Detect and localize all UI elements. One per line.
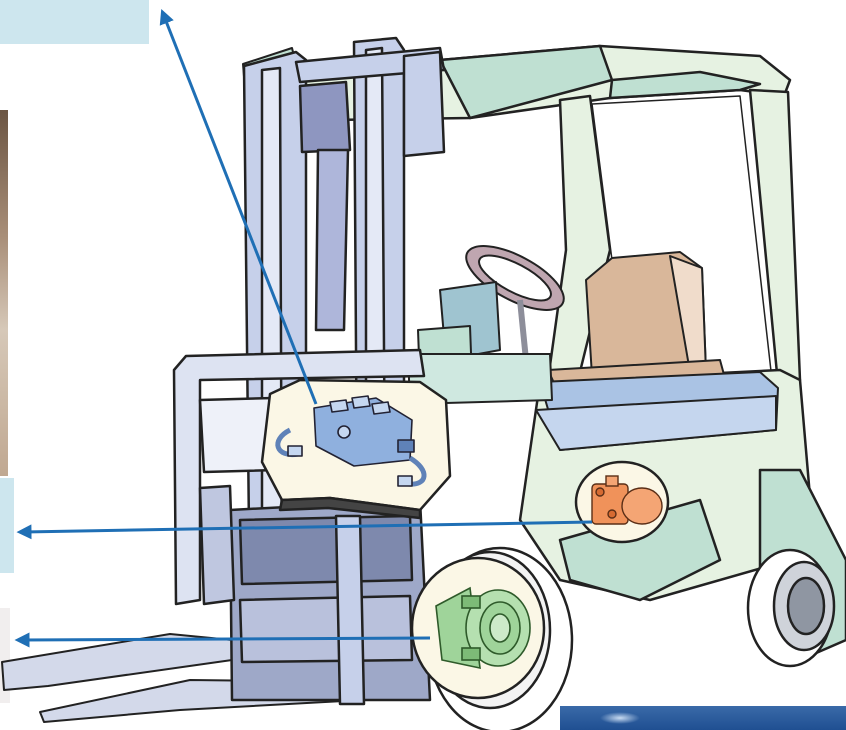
drive-motor — [436, 588, 530, 668]
arrow-drive-motor — [22, 638, 430, 640]
rear-tire — [748, 550, 834, 666]
